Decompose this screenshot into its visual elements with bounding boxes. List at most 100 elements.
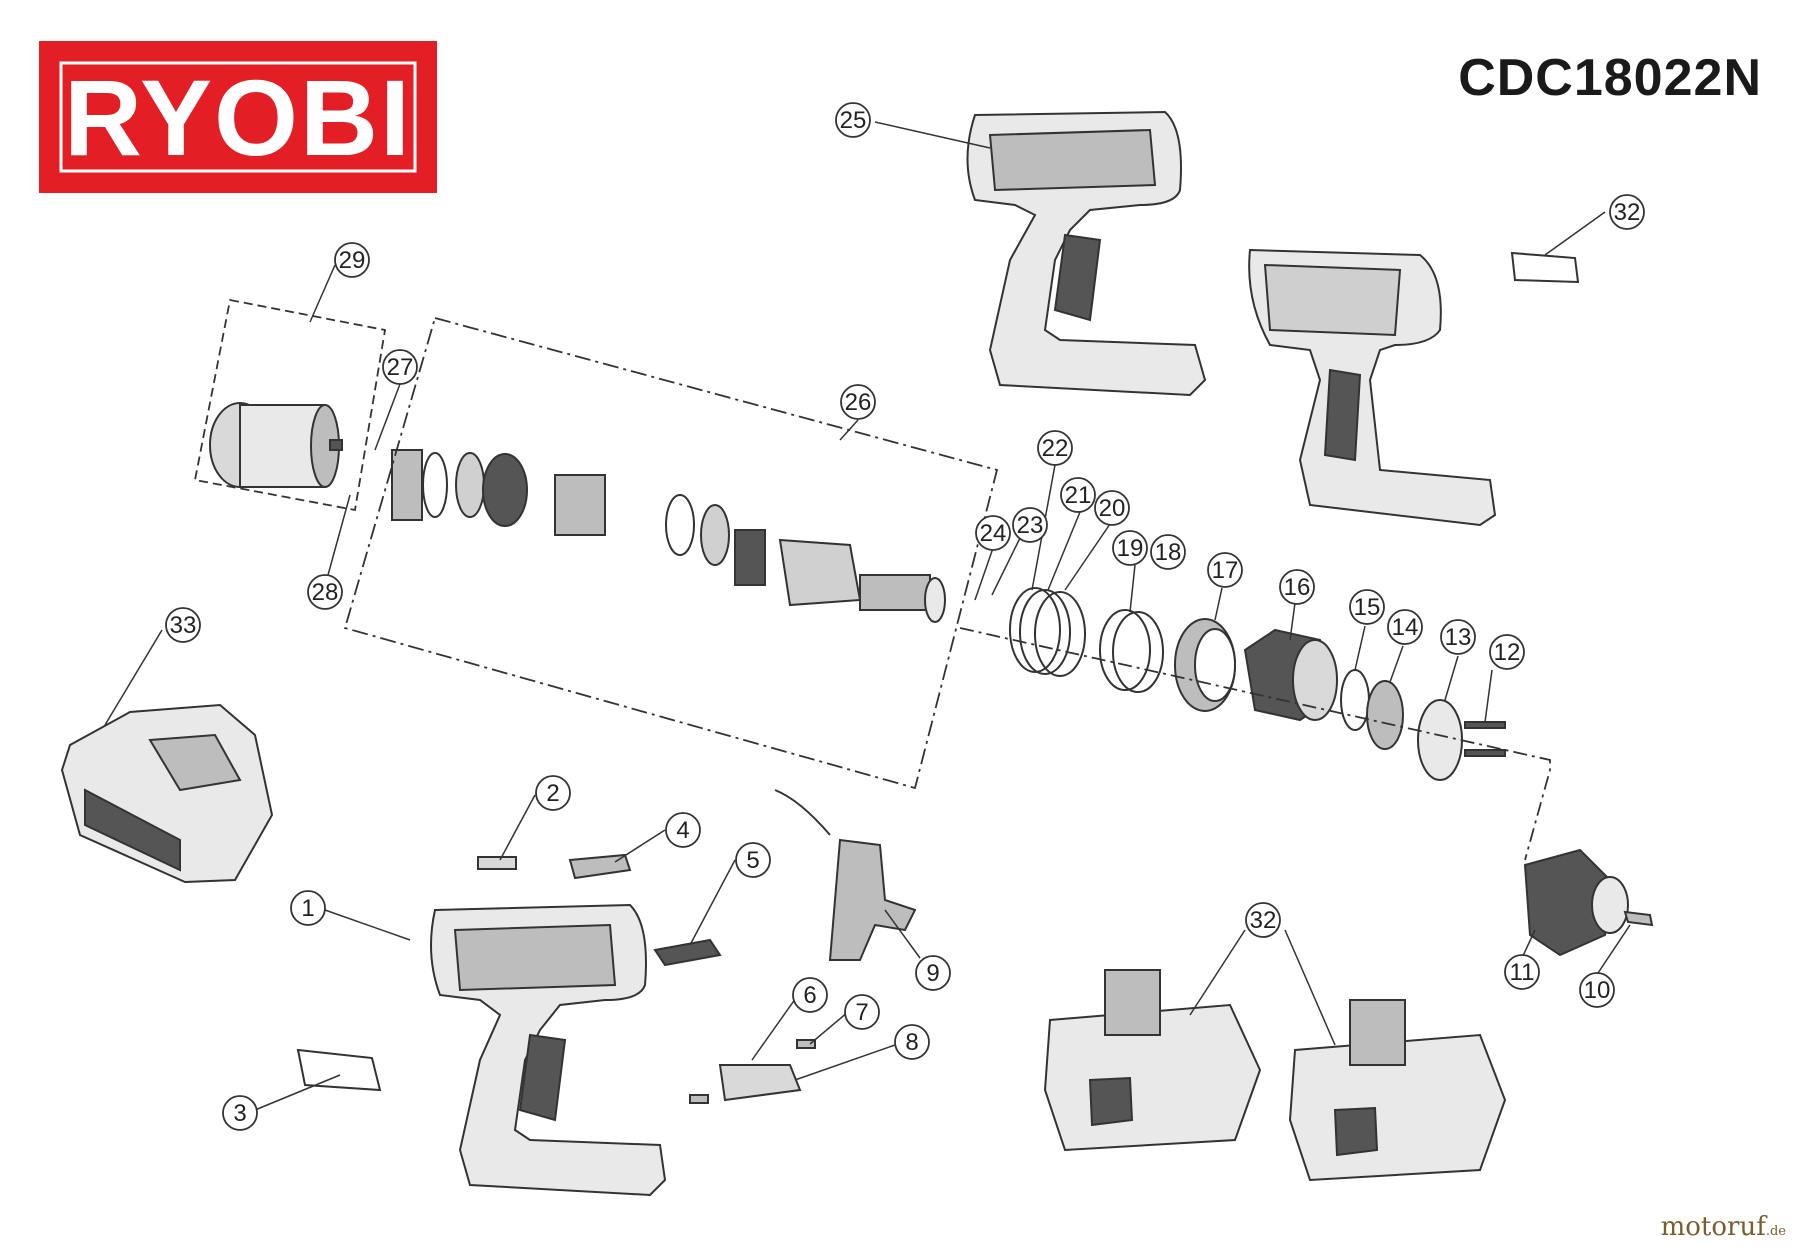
parts-drawings [60,110,1654,1197]
svg-text:33: 33 [170,612,197,639]
callout-22: 22 [1037,430,1073,466]
callout-7: 7 [844,994,880,1030]
pin [477,856,517,870]
gearbox-group-outline [343,316,999,790]
chuck [1523,848,1629,957]
housing-half-top [966,110,1207,397]
svg-text:4: 4 [676,817,689,844]
callout-10: 10 [1579,972,1615,1008]
assembly-outlines [193,298,1551,861]
battery-pack-2 [1288,999,1507,1182]
logo-background [39,41,437,193]
svg-text:24: 24 [980,520,1007,547]
latch-pin [689,1094,709,1104]
callout-23: 23 [1012,507,1048,543]
svg-text:19: 19 [1117,535,1144,562]
svg-text:2: 2 [546,780,559,807]
housing-left [430,903,667,1197]
chuck-screw [1623,910,1654,927]
callout-20: 20 [1094,490,1130,526]
svg-text:3: 3 [233,1100,246,1127]
collar-plate [1366,680,1404,750]
watermark: motoruf.de [1661,1212,1786,1242]
callout-3: 3 [222,1095,258,1131]
callout-8: 8 [894,1024,930,1060]
charger [60,703,274,884]
callout-18: 18 [1150,534,1186,570]
svg-text:14: 14 [1392,614,1419,641]
callout-15: 15 [1349,589,1385,625]
end-plate [1417,699,1463,781]
callout-5: 5 [735,842,771,878]
callout-21: 21 [1060,477,1096,513]
svg-text:18: 18 [1155,539,1182,566]
callouts: 1 2 3 4 5 6 7 8 9 10 11 12 13 14 15 16 1… [165,102,1645,1131]
callout-25: 25 [835,102,871,138]
svg-text:32: 32 [1614,199,1641,226]
svg-text:26: 26 [845,389,872,416]
svg-text:20: 20 [1099,495,1126,522]
battery-pack-1 [1043,969,1262,1152]
svg-text:12: 12 [1494,639,1521,666]
svg-text:10: 10 [1584,977,1611,1004]
model-number: CDC18022N [1458,49,1762,107]
switch-lever [568,853,632,880]
torque-collar [1243,628,1338,722]
svg-text:29: 29 [339,247,366,274]
retaining-ring [1340,669,1370,731]
callout-26: 26 [840,384,876,420]
callout-16: 16 [1279,569,1315,605]
switch [774,789,917,961]
chuck-axis-line [959,627,1551,861]
svg-text:1: 1 [301,895,314,922]
logo-wordmark: RYOBI [63,56,413,178]
svg-text:13: 13 [1445,624,1472,651]
svg-text:7: 7 [855,999,868,1026]
callout-13: 13 [1440,619,1476,655]
callout-29: 29 [334,242,370,278]
callout-14: 14 [1387,609,1423,645]
callout-2: 2 [535,775,571,811]
svg-text:8: 8 [905,1029,918,1056]
callout-32-batteries: 32 [1245,902,1281,938]
svg-text:11: 11 [1510,959,1535,986]
label-sticker [296,1048,382,1092]
svg-text:17: 17 [1212,557,1239,584]
callout-17: 17 [1207,552,1243,588]
callout-27: 27 [382,349,418,385]
callout-12: 12 [1489,634,1525,670]
svg-text:21: 21 [1065,482,1092,509]
svg-text:9: 9 [926,960,939,987]
label-sticker-top [1510,251,1580,284]
svg-text:22: 22 [1042,435,1069,462]
svg-text:25: 25 [840,107,867,134]
callout-11: 11 [1504,954,1540,990]
svg-text:23: 23 [1017,512,1044,539]
svg-text:32: 32 [1250,907,1277,934]
svg-text:6: 6 [803,982,816,1009]
watermark-name: motoruf [1660,1212,1766,1242]
clutch-springs [1009,587,1164,693]
callout-32-label: 32 [1609,194,1645,230]
svg-text:27: 27 [387,354,414,381]
callout-33: 33 [165,607,201,643]
callout-1: 1 [290,890,326,926]
callout-19: 19 [1112,530,1148,566]
callout-24: 24 [975,515,1011,551]
callout-4: 4 [665,812,701,848]
callout-9: 9 [915,955,951,991]
leader-lines [104,121,1631,1111]
svg-text:28: 28 [312,579,339,606]
gearbox-assembly [391,449,946,623]
battery-latch [718,1064,802,1102]
housing-half-bottom [1248,248,1497,527]
ryobi-logo: RYOBI [39,41,437,193]
svg-text:16: 16 [1284,574,1311,601]
callout-28: 28 [307,574,343,610]
svg-text:5: 5 [746,847,759,874]
clutch-ring [1174,618,1236,712]
screws-12 [1464,721,1506,757]
svg-text:15: 15 [1354,594,1381,621]
forward-reverse-slide [653,938,722,967]
